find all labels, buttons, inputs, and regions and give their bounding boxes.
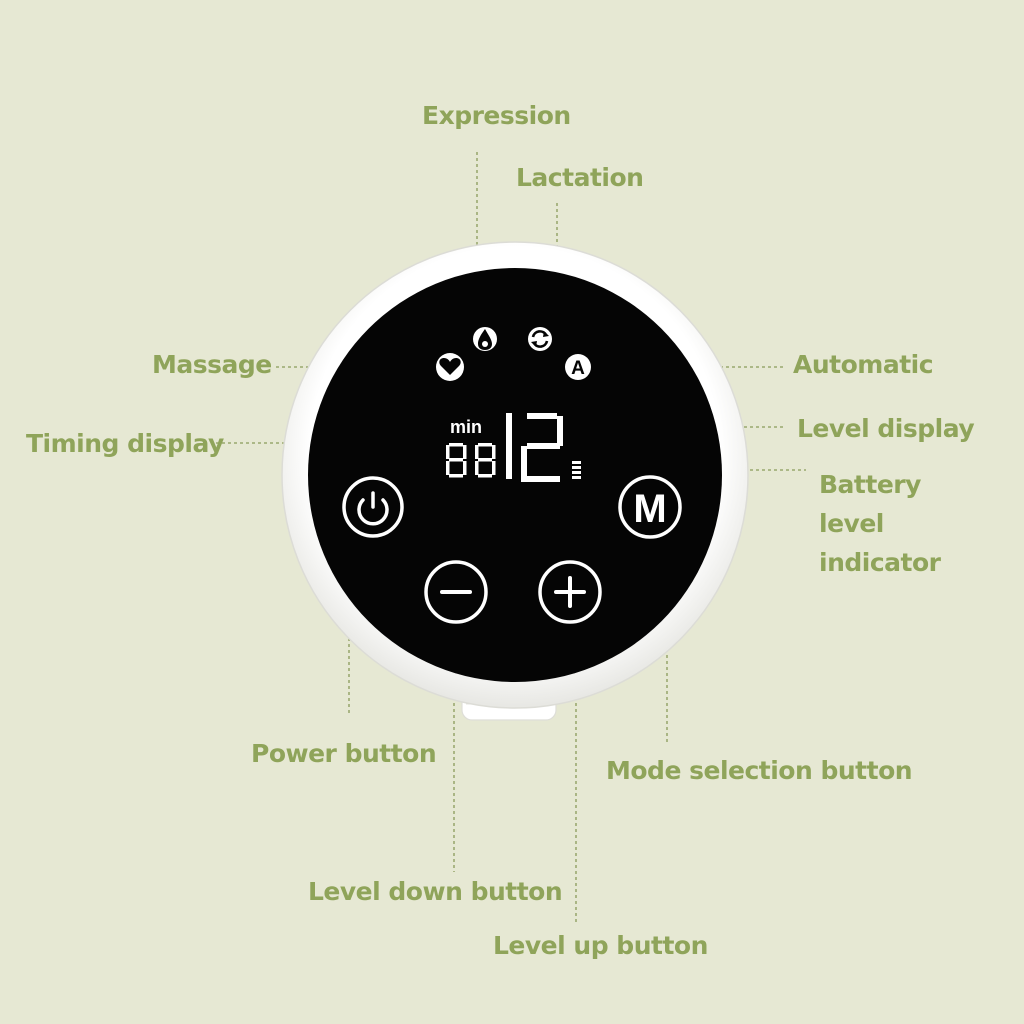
mode-selection-button[interactable] — [618, 475, 682, 539]
display-unit: min — [450, 417, 482, 437]
mode-letter: M — [633, 487, 666, 531]
label-mode-selection-button: Mode selection button — [606, 756, 913, 785]
level-down-button[interactable] — [424, 560, 488, 624]
display-panel — [308, 268, 722, 682]
power-icon — [357, 498, 389, 526]
label-battery-line-1: Battery — [819, 470, 921, 499]
label-level-display: Level display — [797, 414, 975, 443]
level-up-button[interactable] — [538, 560, 602, 624]
label-timing-display: Timing display — [26, 429, 224, 458]
droplet-flame-icon — [473, 327, 497, 351]
battery-bars-icon — [572, 461, 581, 479]
label-battery-line-3: indicator — [819, 548, 941, 577]
automatic-letter: A — [571, 358, 585, 379]
label-level-down-button: Level down button — [308, 877, 563, 906]
letter-a-icon — [565, 354, 591, 380]
label-lactation: Lactation — [516, 163, 644, 192]
label-automatic: Automatic — [793, 350, 934, 379]
heart-icon — [436, 353, 464, 381]
power-button[interactable] — [342, 476, 404, 538]
label-level-up-button: Level up button — [493, 931, 708, 960]
label-battery-line-2: level — [819, 509, 884, 538]
label-power-button: Power button — [251, 739, 437, 768]
timer-digits — [446, 443, 496, 478]
label-expression: Expression — [422, 101, 571, 130]
plus-icon — [554, 576, 586, 608]
label-battery-level-indicator: Battery level indicator — [819, 465, 999, 582]
label-massage: Massage — [152, 350, 272, 379]
level-digits — [506, 413, 563, 482]
device — [281, 241, 749, 721]
cycle-arrows-icon — [528, 327, 552, 351]
